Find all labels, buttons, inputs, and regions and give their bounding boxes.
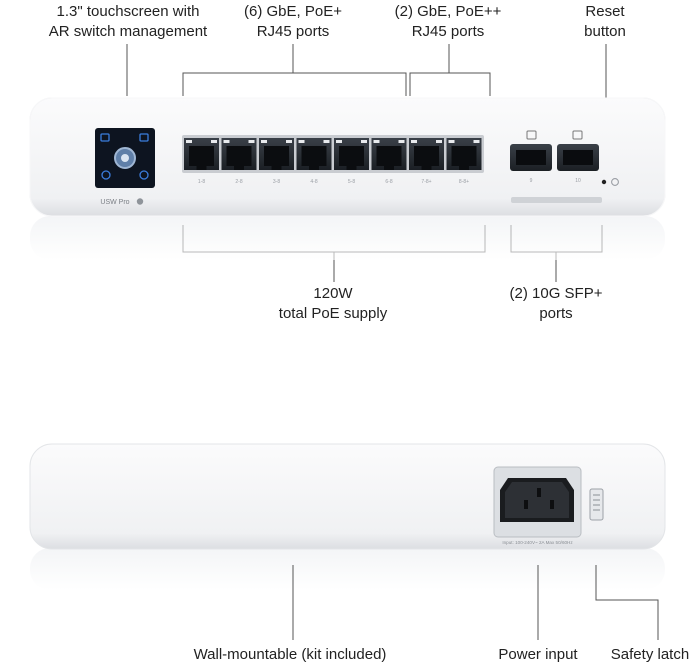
touchscreen-callout: 1.3" touchscreen with AR switch manageme… (28, 2, 228, 42)
rj45-port-3[interactable] (259, 138, 294, 170)
ubiquiti-logo-icon (136, 198, 144, 205)
rj45-port-2[interactable] (221, 138, 257, 170)
wall-mount-callout: Wall-mountable (kit included) (193, 646, 387, 663)
power-inlet[interactable] (493, 466, 582, 538)
sfp-label-10: 10 (575, 178, 581, 184)
rj45-port-1[interactable] (184, 138, 219, 170)
power-input-callout: Power input (498, 646, 578, 663)
power-spec-label: Input: 100-240V~ 2A Max 50/60Hz (502, 540, 573, 545)
sfp-label-9: 9 (530, 178, 533, 184)
safety-latch-callout: Safety latch (610, 646, 690, 663)
reset-button[interactable] (601, 179, 607, 185)
poe-plusplus-callout: (2) GbE, PoE++ RJ45 ports (368, 2, 528, 42)
rj45-port-6[interactable] (371, 138, 407, 170)
rj45-port-strip (182, 135, 484, 173)
poe-plus-callout-line-1: (6) GbE, PoE+ (244, 3, 342, 20)
rj45-port-5[interactable] (334, 138, 369, 170)
sfp-port-10[interactable] (557, 144, 599, 171)
model-label: USW Pro (100, 199, 129, 206)
safety-latch[interactable] (589, 488, 604, 521)
rj45-port-4[interactable] (296, 138, 332, 170)
poe-supply-callout-line-2: total PoE supply (278, 305, 388, 322)
sfp-callout-line-2: ports (539, 305, 573, 322)
poe-plusplus-callout-line-2: RJ45 ports (411, 23, 485, 40)
poe-plus-callout-line-2: RJ45 ports (256, 23, 330, 40)
rj45-port-label: 4-8 (310, 179, 317, 185)
reset-callout: Reset button (560, 2, 650, 42)
poe-plusplus-callout-line-1: (2) GbE, PoE++ (394, 3, 502, 20)
rj45-port-7[interactable] (409, 138, 444, 170)
refresh-icon (611, 178, 619, 186)
reset-callout-line-1: Reset (585, 3, 625, 20)
rj45-port-group: 1-8 2-8 3-8 4-8 5-8 6-8 7-8+ 8-8+ (182, 135, 484, 185)
sfp-callout-line-1: (2) 10G SFP+ (509, 285, 603, 302)
back-switch (29, 443, 666, 590)
rj45-port-label: 2-8 (235, 179, 242, 185)
reset-callout-line-2: button (584, 23, 626, 40)
sfp-port-9[interactable] (510, 144, 552, 171)
sfp-led-bar (511, 197, 602, 203)
rj45-port-label: 3-8 (273, 179, 280, 185)
touchscreen-display[interactable] (95, 128, 155, 188)
rj45-port-label: 6-8 (385, 179, 392, 185)
rj45-port-label: 1-8 (198, 179, 205, 185)
sfp-callout: (2) 10G SFP+ ports (486, 284, 626, 324)
poe-plus-callout: (6) GbE, PoE+ RJ45 ports (213, 2, 373, 42)
rj45-port-label: 7-8+ (421, 179, 431, 185)
rj45-port-8[interactable] (446, 138, 482, 170)
poe-supply-callout: 120W total PoE supply (253, 284, 413, 324)
back-leader-lines (292, 565, 659, 640)
touchscreen-callout-line-1: 1.3" touchscreen with (56, 3, 200, 20)
rj45-port-label: 8-8+ (459, 179, 469, 185)
poe-supply-callout-line-1: 120W (313, 285, 353, 302)
rj45-port-label: 5-8 (348, 179, 355, 185)
sfp-section (510, 130, 619, 203)
touchscreen-callout-line-2: AR switch management (48, 23, 208, 40)
